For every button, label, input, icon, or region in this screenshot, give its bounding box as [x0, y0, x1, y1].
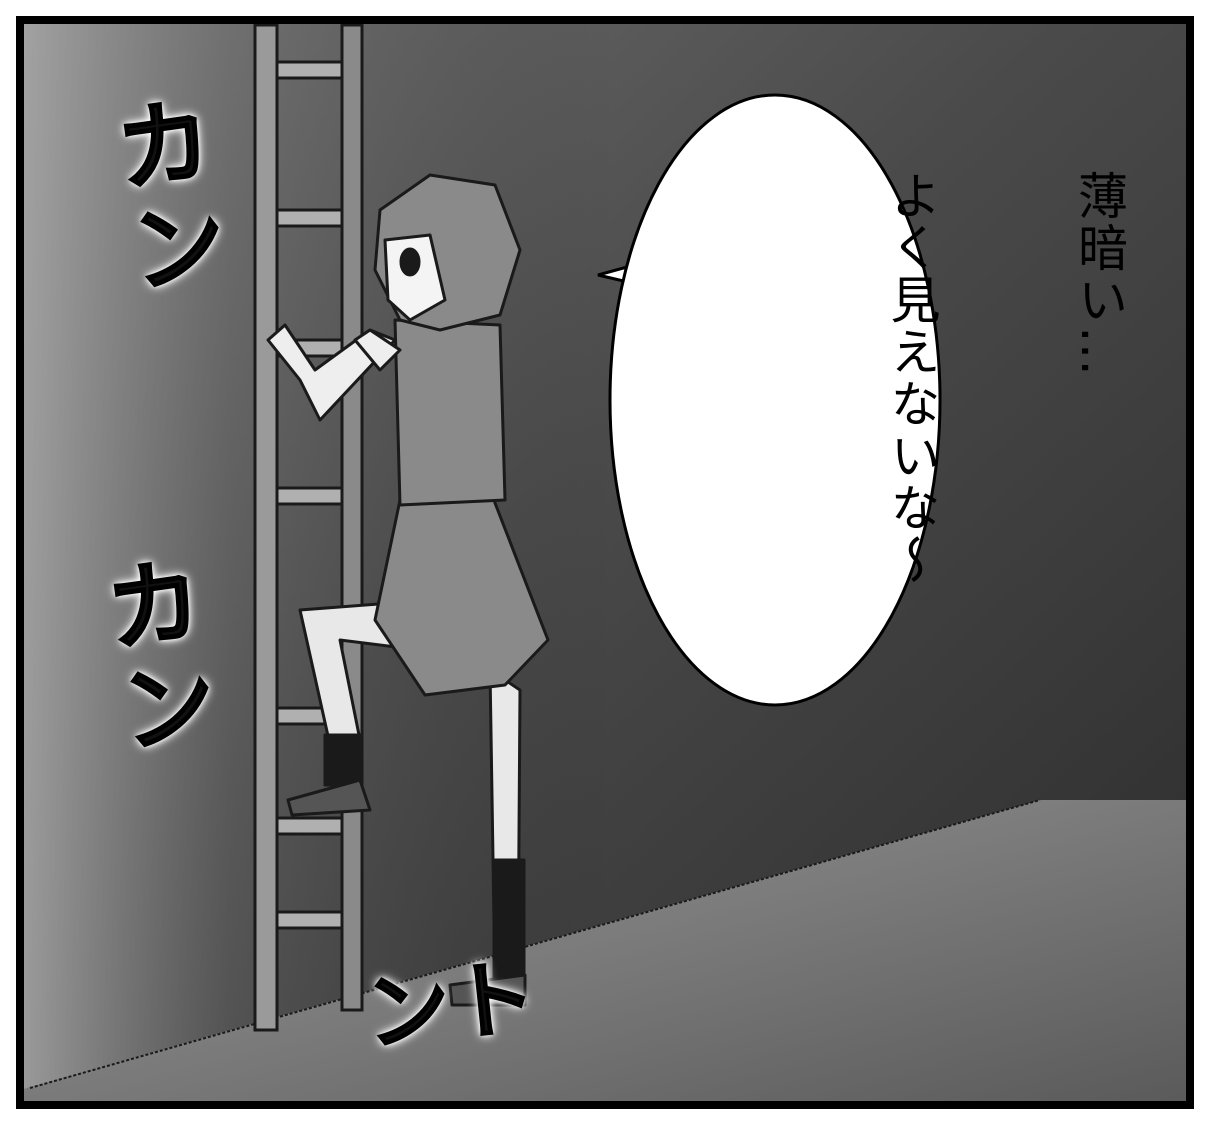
sfx-kan-1: カン	[92, 87, 233, 307]
floor-edge	[29, 799, 1041, 1089]
sfx-ton: トン	[344, 950, 541, 1063]
sfx-kan-2: カン	[82, 547, 223, 767]
speech-line-2: よく見えないな〜	[882, 170, 941, 586]
speech-line-1: 薄暗い…	[1070, 170, 1128, 378]
speech-balloon	[597, 93, 942, 707]
panel-frame	[16, 16, 1194, 1109]
floor	[20, 800, 1190, 1105]
speech-text: 薄暗い… よく見えないな〜	[755, 170, 1210, 630]
girl-figure	[266, 173, 550, 1007]
